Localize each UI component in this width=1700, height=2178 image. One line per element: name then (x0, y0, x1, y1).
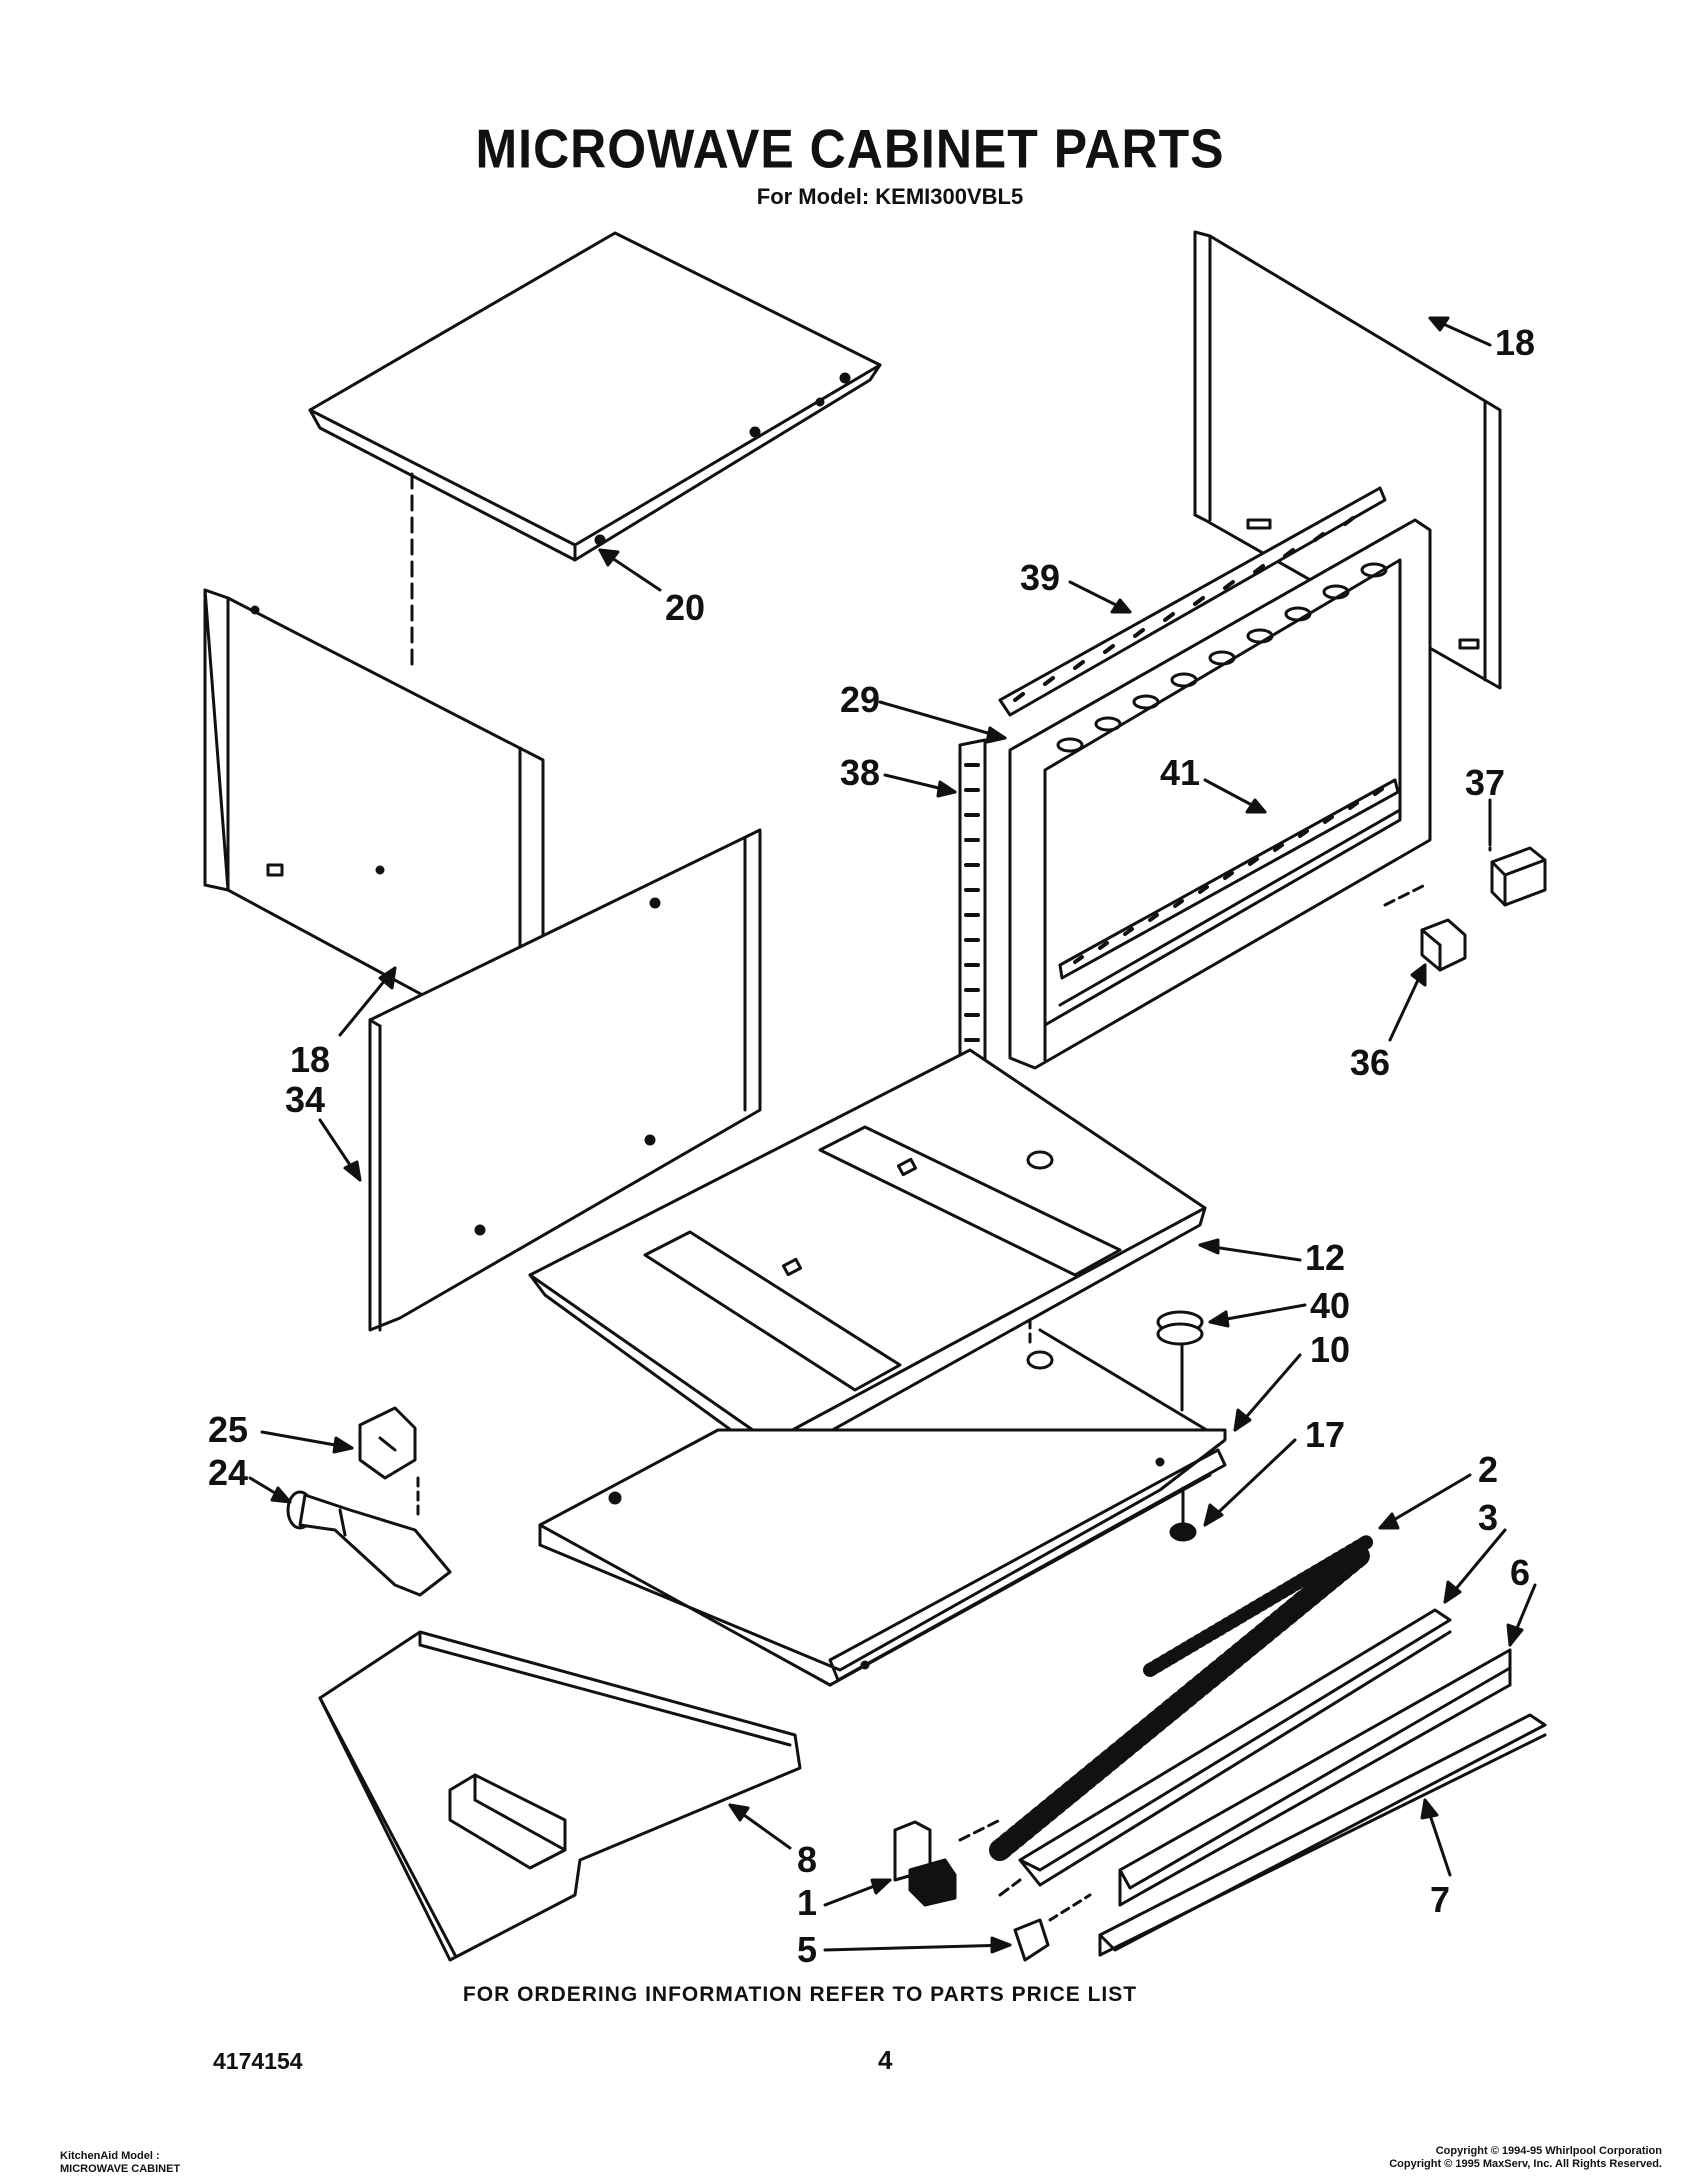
switch-36 (1383, 883, 1467, 972)
callout-1: 1 (797, 1882, 817, 1923)
callout-18-left: 18 (290, 1039, 330, 1080)
callout-8: 8 (797, 1839, 817, 1880)
bottom-shield (318, 1630, 802, 1962)
callout-labels: 18 20 39 29 38 41 37 36 18 34 12 40 10 1… (208, 322, 1535, 1970)
callout-37: 37 (1465, 762, 1505, 803)
bottom-trim-7 (1098, 1713, 1547, 1957)
bracket-25 (358, 1406, 420, 1522)
ordering-info-note: FOR ORDERING INFORMATION REFER TO PARTS … (462, 1983, 1138, 2006)
leader-lines (248, 316, 1537, 1954)
callout-3: 3 (1478, 1497, 1498, 1538)
callout-39: 39 (1020, 557, 1060, 598)
callout-25: 25 (208, 1409, 248, 1450)
switch-37 (1488, 818, 1547, 907)
model-line-2: MICROWAVE CABINET (60, 2163, 181, 2175)
callout-10: 10 (1310, 1329, 1350, 1370)
callout-29: 29 (840, 679, 880, 720)
front-frame (1008, 518, 1432, 1070)
callout-6: 6 (1510, 1552, 1530, 1593)
callout-17: 17 (1305, 1414, 1345, 1455)
callout-12: 12 (1305, 1237, 1345, 1278)
grille-2 (989, 1533, 1377, 1861)
callout-40: 40 (1310, 1285, 1350, 1326)
callout-41: 41 (1160, 752, 1200, 793)
clip-5 (1013, 1893, 1092, 1962)
callout-38: 38 (840, 752, 880, 793)
copyright-line-2: Copyright © 1995 MaxServ, Inc. All Right… (1389, 2158, 1662, 2170)
model-line-1: KitchenAid Model : (60, 2150, 160, 2162)
callout-20: 20 (665, 587, 705, 628)
callout-34: 34 (285, 1079, 325, 1120)
side-vent-strip (958, 738, 987, 1092)
top-cover-panel (308, 231, 882, 667)
callout-5: 5 (797, 1929, 817, 1970)
grommet-40 (1156, 1310, 1204, 1412)
callout-7: 7 (1430, 1879, 1450, 1920)
rear-side-panel (368, 828, 762, 1332)
callout-24: 24 (208, 1452, 248, 1493)
model-subtitle: For Model: KEMI300VBL5 (756, 184, 1024, 209)
callout-18-top: 18 (1495, 322, 1535, 363)
callout-36: 36 (1350, 1042, 1390, 1083)
lower-trim-6 (1118, 1648, 1512, 1907)
callout-2: 2 (1478, 1449, 1498, 1490)
page-title: MICROWAVE CABINET PARTS (475, 118, 1225, 180)
copyright-line-1: Copyright © 1994-95 Whirlpool Corporatio… (1435, 2145, 1662, 2157)
document-number: 4174154 (213, 2048, 303, 2074)
duct-24 (286, 1490, 452, 1597)
clip-1 (893, 1818, 1002, 1907)
foot-17 (1169, 1486, 1197, 1542)
top-vent-strip (998, 486, 1387, 717)
base-tray (538, 1428, 1227, 1687)
trim-strip-3 (998, 1608, 1452, 1897)
page-number: 4 (878, 2045, 893, 2075)
